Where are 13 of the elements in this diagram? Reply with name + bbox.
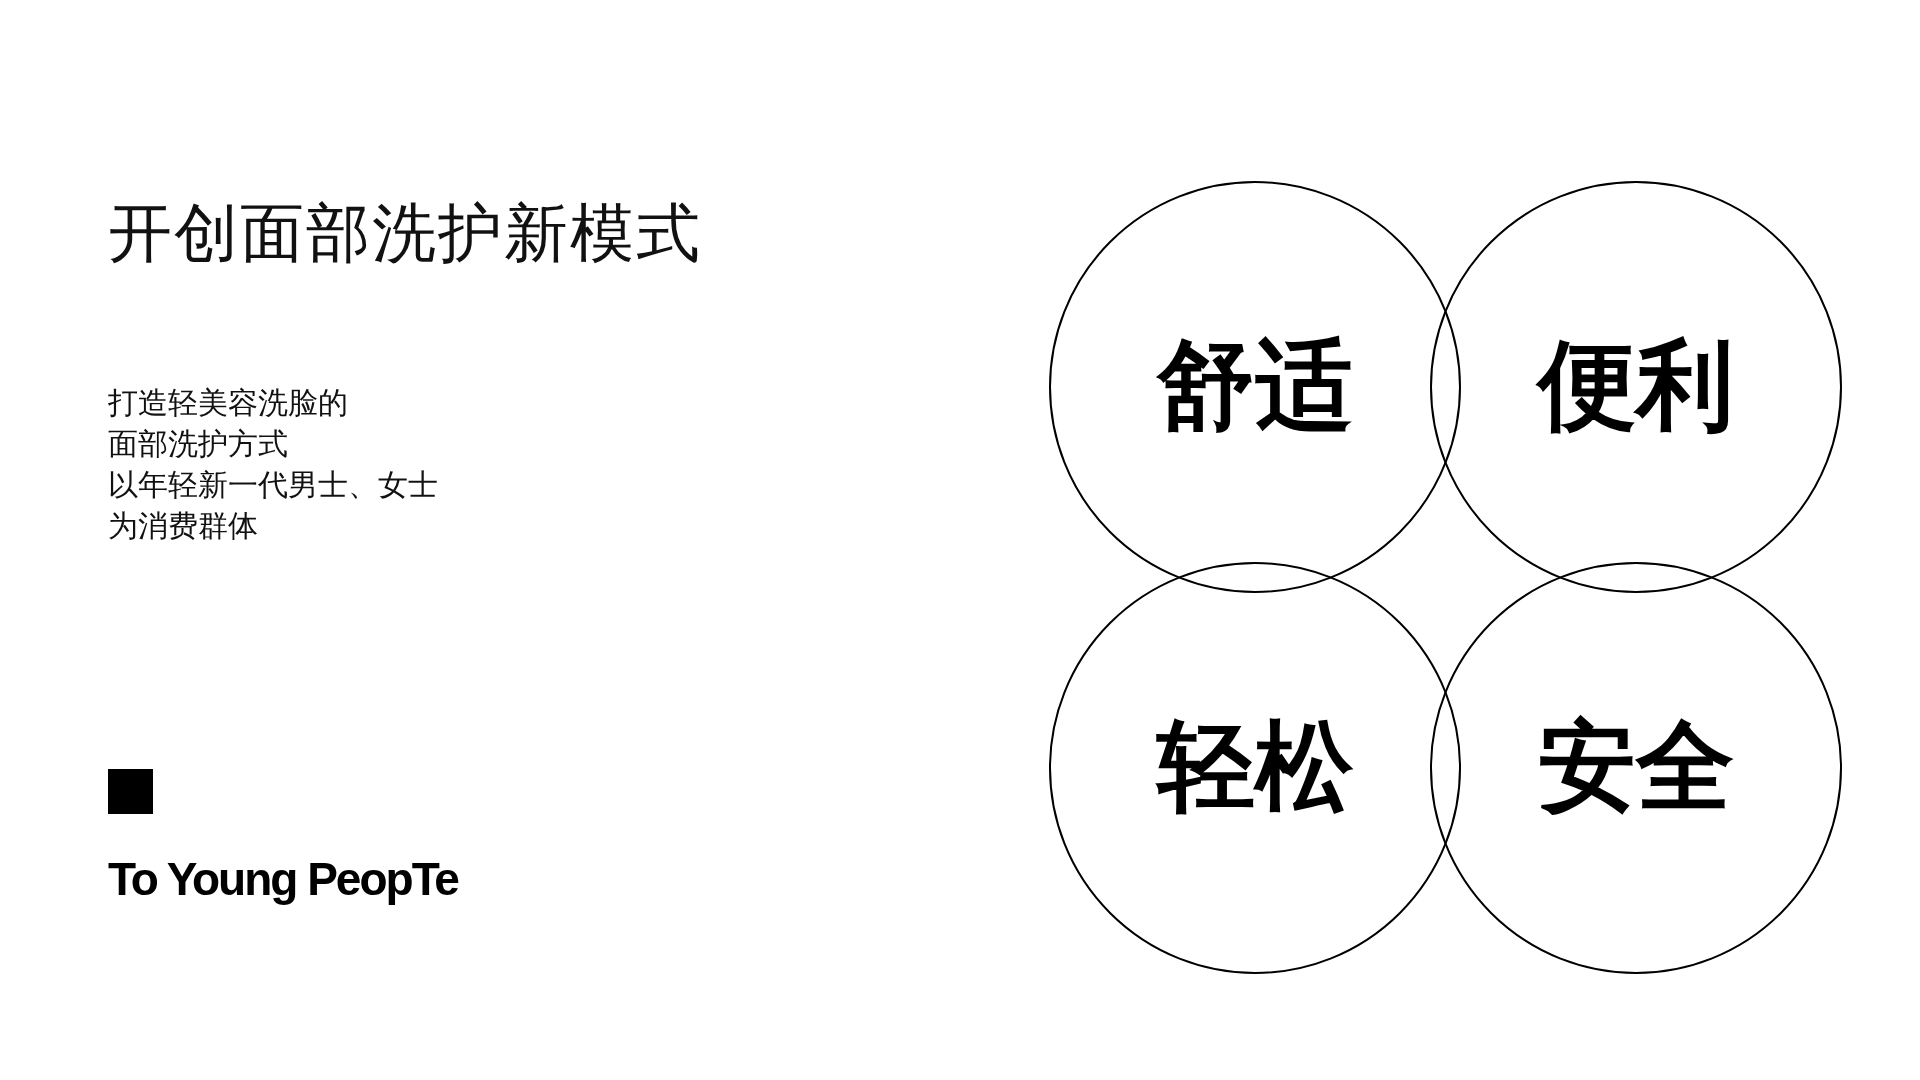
circle-label: 轻松 [1157,708,1353,825]
description-text: 为消费群体 [108,507,259,545]
description-text: 面部洗护方式 [108,425,289,463]
circle-node [1430,181,1842,593]
circle-label: 舒适 [1157,327,1353,444]
circle-label: 安全 [1538,708,1734,825]
circle-node [1049,562,1461,974]
circle-node [1430,562,1842,974]
circle-node [1049,181,1461,593]
slogan: To Young PeopTe [108,852,458,906]
description-text: 以年轻新一代男士、女士 [108,466,438,504]
title: 开创面部洗护新模式 [108,195,702,272]
description-text: 打造轻美容洗脸的 [108,384,349,422]
